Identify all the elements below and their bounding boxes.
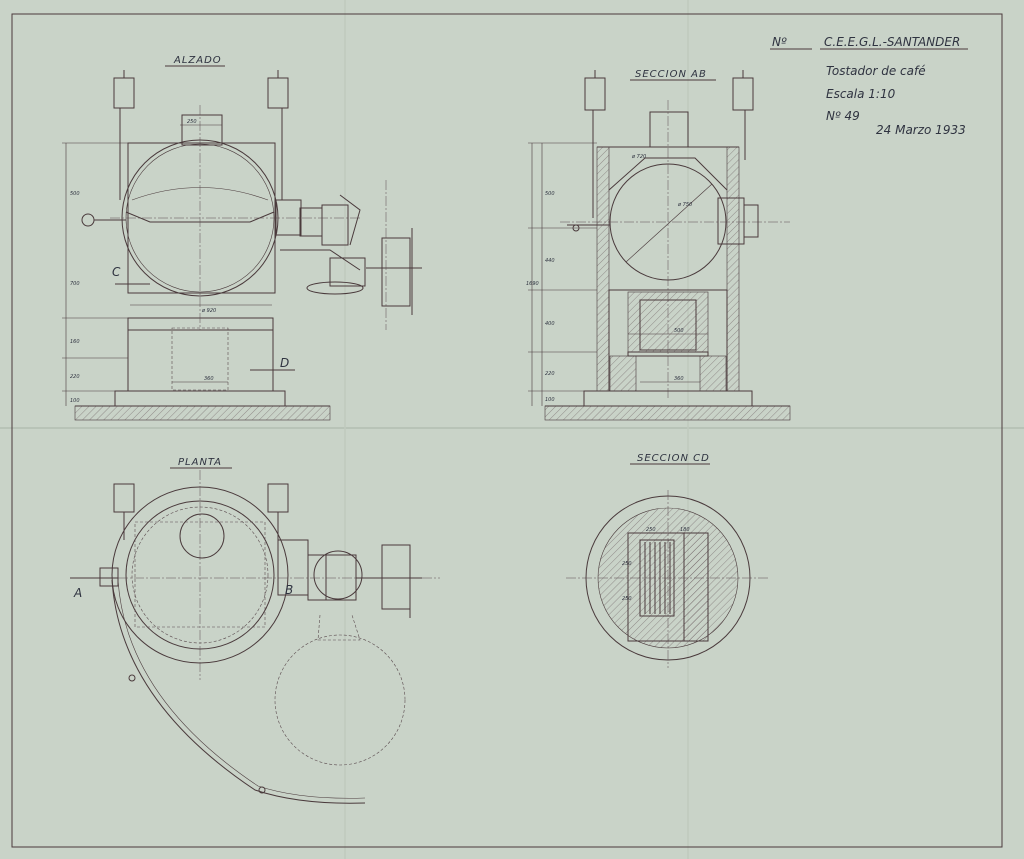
section-mark-d: D bbox=[280, 356, 289, 370]
drawing-number: Nº 49 bbox=[826, 109, 860, 123]
view-alzado: ALZADO bbox=[62, 55, 422, 421]
dim-label: ø 750 bbox=[677, 202, 692, 208]
dim-label: 100 bbox=[70, 398, 80, 404]
company-name: C.E.E.G.L.-SANTANDER bbox=[824, 35, 960, 49]
section-mark-b: B bbox=[285, 583, 293, 597]
title-block: Nº C.E.E.G.L.-SANTANDER Tostador de café… bbox=[770, 35, 968, 137]
drawing-description: Tostador de café bbox=[826, 64, 926, 78]
dim-label: 500 bbox=[545, 191, 555, 197]
dim-label: 250 bbox=[187, 119, 197, 125]
dim-label: 500 bbox=[674, 328, 684, 334]
dim-label: 250 bbox=[622, 596, 632, 602]
dim-label: 250 bbox=[646, 527, 656, 533]
dim-label: 700 bbox=[70, 281, 80, 287]
section-mark-a: A bbox=[73, 586, 82, 600]
dim-label: 1690 bbox=[526, 281, 539, 287]
dim-label: 220 bbox=[545, 371, 555, 377]
dim-label: ø 720 bbox=[631, 154, 646, 160]
number-label: Nº bbox=[772, 35, 787, 49]
view-title-planta: PLANTA bbox=[178, 457, 222, 468]
dim-label: 250 bbox=[622, 561, 632, 567]
dim-label: 100 bbox=[545, 397, 555, 403]
sheet-border bbox=[11, 13, 1003, 848]
dim-label: ø 920 bbox=[201, 308, 216, 314]
view-seccion-cd: SECCION CD 250 180 250 250 bbox=[566, 453, 770, 668]
section-mark-c: C bbox=[112, 265, 121, 279]
dim-label: 440 bbox=[545, 258, 555, 264]
view-planta: PLANTA A B bbox=[70, 457, 440, 804]
view-title-seccion-ab: SECCION AB bbox=[635, 69, 707, 80]
drawing-scale: Escala 1:10 bbox=[826, 87, 896, 101]
view-seccion-ab: SECCION AB ø 750 ø 720 500 360 bbox=[526, 69, 791, 421]
dim-label: 360 bbox=[204, 376, 214, 382]
dim-label: 160 bbox=[70, 339, 80, 345]
drawing-date: 24 Marzo 1933 bbox=[876, 123, 966, 137]
view-title-seccion-cd: SECCION CD bbox=[637, 453, 710, 464]
dim-label: 180 bbox=[680, 527, 690, 533]
view-title-alzado: ALZADO bbox=[173, 55, 222, 66]
dim-label: 360 bbox=[674, 376, 684, 382]
dim-label: 220 bbox=[70, 374, 80, 380]
dim-label: 400 bbox=[545, 321, 555, 327]
dim-label: 500 bbox=[70, 191, 80, 197]
